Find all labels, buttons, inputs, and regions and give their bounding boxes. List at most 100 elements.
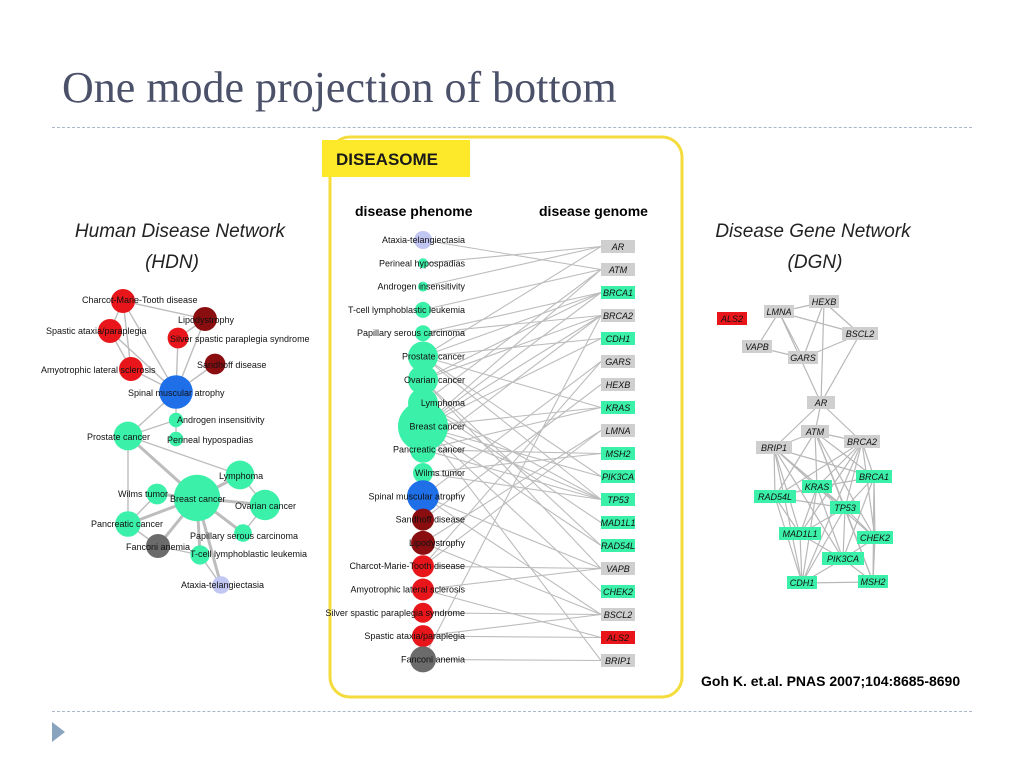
dgn-node <box>844 435 880 448</box>
phenome-label: Wilms tumor <box>415 468 465 478</box>
diseasome-link <box>422 361 602 497</box>
diseasome-link <box>422 406 602 427</box>
hdn-node-label: Amyotrophic lateral sclerosis <box>41 365 156 375</box>
dgn-panel: Disease Gene Network (DGN) ALS2LMNAHEXBB… <box>715 221 912 589</box>
hdn-node-label: Fanconi anemia <box>126 542 190 552</box>
dgn-edge <box>844 507 874 583</box>
dgn-node <box>717 312 747 325</box>
genome-node <box>601 263 635 276</box>
dgn-edge <box>814 431 876 539</box>
dgn-node-label: GARS <box>790 353 816 363</box>
dgn-edge <box>799 486 818 535</box>
diseasome-link <box>422 245 602 264</box>
hdn-node-label: Pancreatic cancer <box>91 519 163 529</box>
diseasome-link <box>422 612 602 616</box>
dgn-node <box>801 425 829 438</box>
diseasome-link <box>422 495 602 615</box>
diseasome-link <box>422 449 602 501</box>
dgn-edge <box>872 476 875 583</box>
genome-node <box>601 286 635 299</box>
genome-node <box>601 401 635 414</box>
dgn-node <box>754 490 796 503</box>
phenome-node <box>415 301 431 318</box>
dgn-node <box>842 327 878 340</box>
dgn-node-label: ATM <box>805 427 825 437</box>
dgn-node-label: LMNA <box>766 307 791 317</box>
genome-node <box>601 539 635 552</box>
dgn-node-label: CHEK2 <box>860 533 890 543</box>
diseasome-link <box>422 245 602 288</box>
diseasome-link <box>422 315 602 451</box>
dgn-edge <box>814 431 875 478</box>
dgn-edge <box>842 507 846 560</box>
dgn-edge <box>820 301 825 404</box>
genome-label: BRCA2 <box>603 311 633 321</box>
dgn-node <box>788 351 818 364</box>
hdn-node-label: Wilms tumor <box>118 489 168 499</box>
hdn-node <box>168 412 184 428</box>
diseasome-badge <box>322 140 470 177</box>
hdn-node-label: Charcot-Marie-Tooth disease <box>82 295 198 305</box>
dgn-edge <box>842 476 875 560</box>
phenome-node <box>407 480 439 513</box>
dgn-node-label: KRAS <box>805 482 830 492</box>
genome-label: CHEK2 <box>603 587 633 597</box>
diseasome-link <box>422 292 602 427</box>
genome-label: GARS <box>605 357 631 367</box>
dgn-node <box>807 396 835 409</box>
genome-label: RAD54L <box>601 541 635 551</box>
diseasome-link <box>422 635 602 639</box>
diseasome-link <box>422 658 602 662</box>
dgn-edge <box>774 441 863 498</box>
dgn-node <box>742 340 772 353</box>
diseasome-link <box>422 425 602 592</box>
genome-label: AR <box>611 242 625 252</box>
hdn-node <box>225 460 255 490</box>
hdn-node-label: T-cell lymphoblastic leukemia <box>190 549 307 559</box>
hdn-node-label: Androgen insensitivity <box>177 415 265 425</box>
diseasome-link <box>422 361 602 567</box>
diseasome-badge-label: DISEASOME <box>336 150 438 169</box>
hdn-edge <box>122 300 206 320</box>
diseasome-panel: DISEASOME disease phenome disease genome… <box>322 135 684 699</box>
hdn-node <box>115 511 141 537</box>
dgn-edge <box>773 447 844 560</box>
hdn-node-label: Silver spastic paraplegia syndrome <box>170 334 310 344</box>
dgn-node-label: BRIP1 <box>761 443 787 453</box>
dgn-node-label: MSH2 <box>860 577 885 587</box>
slide-title: One mode projection of bottom <box>62 63 617 112</box>
hdn-subtitle: (HDN) <box>145 252 199 273</box>
genome-label: VAPB <box>606 564 630 574</box>
dgn-edge <box>844 441 863 509</box>
hdn-node <box>167 327 189 349</box>
phenome-label: Ovarian cancer <box>404 375 465 385</box>
phenome-heading: disease phenome <box>355 203 473 219</box>
dgn-node <box>764 305 794 318</box>
phenome-node <box>412 578 434 601</box>
diseasome-link <box>422 315 602 660</box>
citation: Goh K. et.al. PNAS 2007;104:8685-8690 <box>701 673 961 689</box>
diseasome-link <box>422 246 602 357</box>
dgn-node <box>858 575 888 588</box>
hdn-node <box>173 474 221 522</box>
diseasome-link <box>422 565 602 570</box>
dgn-edge <box>773 402 822 449</box>
hdn-node-label: Perineal hypospadias <box>167 435 254 445</box>
hdn-node-label: Spinal muscular atrophy <box>128 388 225 398</box>
phenome-node <box>413 463 433 483</box>
dgn-node <box>856 470 892 483</box>
dgn-node <box>802 480 832 493</box>
dgn-edge <box>814 431 818 488</box>
dgn-edge <box>773 447 846 509</box>
hdn-node-label: Lipodystrophy <box>178 315 235 325</box>
hdn-title: Human Disease Network <box>75 221 287 242</box>
phenome-label: Papillary serous carcinoma <box>357 328 465 338</box>
genome-node <box>601 562 635 575</box>
diseasome-link <box>422 426 602 661</box>
dgn-node <box>830 501 860 514</box>
genome-node <box>601 631 635 644</box>
genome-node <box>601 608 635 621</box>
dgn-node-label: ALS2 <box>720 314 743 324</box>
hdn-node <box>249 489 281 521</box>
